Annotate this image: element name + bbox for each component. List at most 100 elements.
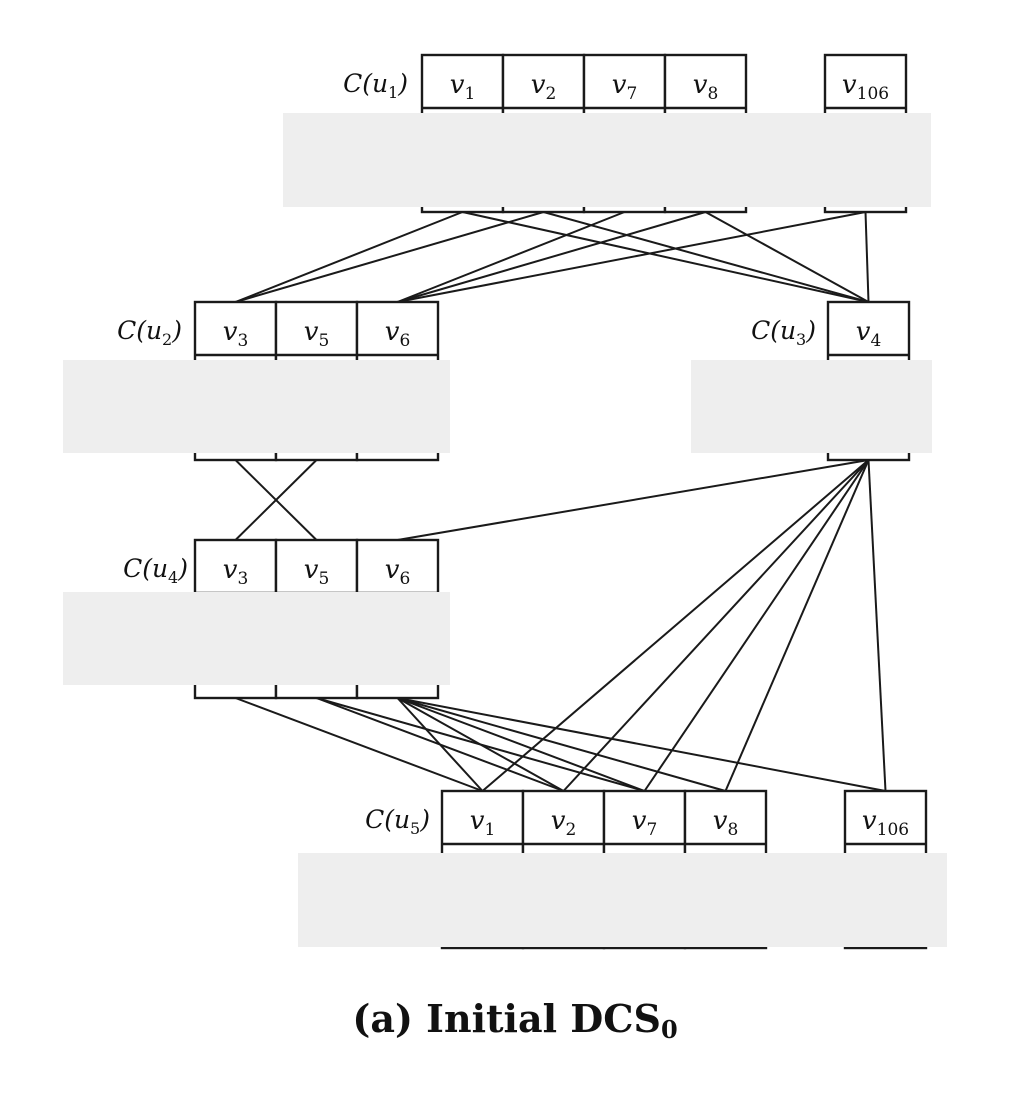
- cell-label-sub: 1: [464, 84, 475, 104]
- mask-band-u2: [63, 360, 450, 453]
- edge-u3-v4-u5-v1: [481, 459, 870, 792]
- edge-u3-v4-u5-v2: [562, 459, 870, 792]
- edge-u1-v2-u2-v3: [235, 211, 544, 303]
- cell-label-sub: 3: [237, 569, 248, 589]
- set-label-u3: C(u3): [751, 316, 816, 349]
- cell-label-sub: 2: [565, 820, 576, 840]
- cell-label: v7: [612, 70, 638, 104]
- cell-label: v7: [632, 806, 658, 840]
- set-label-main: C(u: [123, 554, 168, 583]
- cell-label: v106: [862, 806, 909, 840]
- cell-label-base: v: [862, 806, 877, 836]
- set-label-main: C(u: [751, 316, 796, 345]
- cell-label-sub: 2: [545, 84, 556, 104]
- edge-u4-v3-u5-v1: [235, 697, 483, 792]
- cell-label: v106: [842, 70, 889, 104]
- caption-text: (a) Initial DCS: [352, 996, 661, 1041]
- cell-label: v3: [223, 317, 249, 351]
- cell-label-base: v: [713, 806, 728, 836]
- edge-u3-v4-u5-v8: [724, 459, 870, 792]
- set-label-close: ): [177, 554, 188, 583]
- cell-label-sub: 3: [237, 331, 248, 351]
- cell-label: v4: [856, 317, 882, 351]
- cell-label: v6: [385, 317, 411, 351]
- cell-label-base: v: [551, 806, 566, 836]
- mask-band-u1: [283, 113, 931, 207]
- labels-layer: C(u1)C(u2)C(u3)C(u4)C(u5): [117, 69, 816, 838]
- edge-u1-v7-u2-v6: [397, 211, 625, 303]
- cell-label-sub: 7: [626, 84, 637, 104]
- set-label-close: ): [171, 316, 182, 345]
- set-label-sub: 4: [168, 568, 178, 587]
- edge-u1-v1-u2-v3: [235, 211, 463, 303]
- edge-u1-v1-u3-v4: [462, 211, 869, 303]
- cell-label-base: v: [304, 317, 319, 347]
- cell-label-base: v: [612, 70, 627, 100]
- cell-label-base: v: [470, 806, 485, 836]
- cell-label-base: v: [304, 555, 319, 585]
- edge-u4-v6-u5-v7: [397, 697, 645, 792]
- cell-label-base: v: [385, 317, 400, 347]
- edge-u1-v8-u2-v6: [397, 211, 706, 303]
- set-label-u5: C(u5): [365, 805, 430, 838]
- edge-u1-v106-u3-v4: [864, 211, 870, 303]
- cell-label-sub: 6: [399, 569, 410, 589]
- set-label-u4: C(u4): [123, 554, 188, 587]
- cell-label-sub: 5: [318, 331, 329, 351]
- cell-label: v3: [223, 555, 249, 589]
- cell-label-sub: 8: [707, 84, 718, 104]
- edge-u1-v2-u3-v4: [543, 211, 869, 303]
- cell-label-sub: 106: [877, 820, 909, 840]
- cell-label-sub: 106: [857, 84, 889, 104]
- set-label-u2: C(u2): [117, 316, 182, 349]
- cell-label: v6: [385, 555, 411, 589]
- edge-u3-v4-u5-v106: [867, 459, 887, 792]
- set-label-sub: 1: [388, 83, 398, 102]
- mask-band-u3: [691, 360, 932, 453]
- cell-label: v8: [693, 70, 719, 104]
- set-label-sub: 3: [796, 330, 806, 349]
- cell-label-base: v: [450, 70, 465, 100]
- edge-u3-v4-u4-v6: [397, 459, 869, 541]
- masks-layer: [63, 113, 947, 947]
- edge-u1-v106-u2-v6: [397, 211, 866, 303]
- set-label-close: ): [397, 69, 408, 98]
- cell-label: v5: [304, 317, 330, 351]
- set-label-close: ): [419, 805, 430, 834]
- caption-subscript: 0: [660, 1015, 678, 1044]
- set-label-main: C(u: [365, 805, 410, 834]
- cell-label: v1: [450, 70, 476, 104]
- cell-label: v5: [304, 555, 330, 589]
- edge-u4-v6-u5-v8: [397, 697, 726, 792]
- cell-label-sub: 7: [646, 820, 657, 840]
- edge-u4-v6-u5-v106: [397, 697, 886, 792]
- cell-label: v1: [470, 806, 496, 840]
- set-label-main: C(u: [117, 316, 162, 345]
- set-label-main: C(u: [343, 69, 388, 98]
- edge-u3-v4-u5-v7: [643, 459, 870, 792]
- set-label-sub: 5: [410, 819, 420, 838]
- cell-label-base: v: [632, 806, 647, 836]
- set-label-u1: C(u1): [343, 69, 408, 102]
- cell-label-base: v: [223, 555, 238, 585]
- cell-label-base: v: [856, 317, 871, 347]
- edge-u1-v8-u3-v4: [705, 211, 869, 303]
- cell-label: v2: [531, 70, 557, 104]
- cell-label-sub: 5: [318, 569, 329, 589]
- cell-label-sub: 8: [727, 820, 738, 840]
- cell-label-sub: 4: [870, 331, 881, 351]
- cell-label-base: v: [385, 555, 400, 585]
- edge-u4-v6-u5-v1: [396, 697, 484, 792]
- edge-u2-v5-u4-v3: [234, 459, 318, 541]
- edge-u4-v6-u5-v2: [397, 697, 564, 792]
- cell-label-base: v: [842, 70, 857, 100]
- mask-band-u4: [63, 592, 450, 685]
- edges-layer: [234, 211, 887, 792]
- mask-band-u5: [298, 853, 947, 947]
- cell-label-base: v: [693, 70, 708, 100]
- cell-label-sub: 1: [484, 820, 495, 840]
- figure-caption: (a) Initial DCS0: [0, 996, 1030, 1044]
- cell-label-base: v: [223, 317, 238, 347]
- set-label-close: ): [805, 316, 816, 345]
